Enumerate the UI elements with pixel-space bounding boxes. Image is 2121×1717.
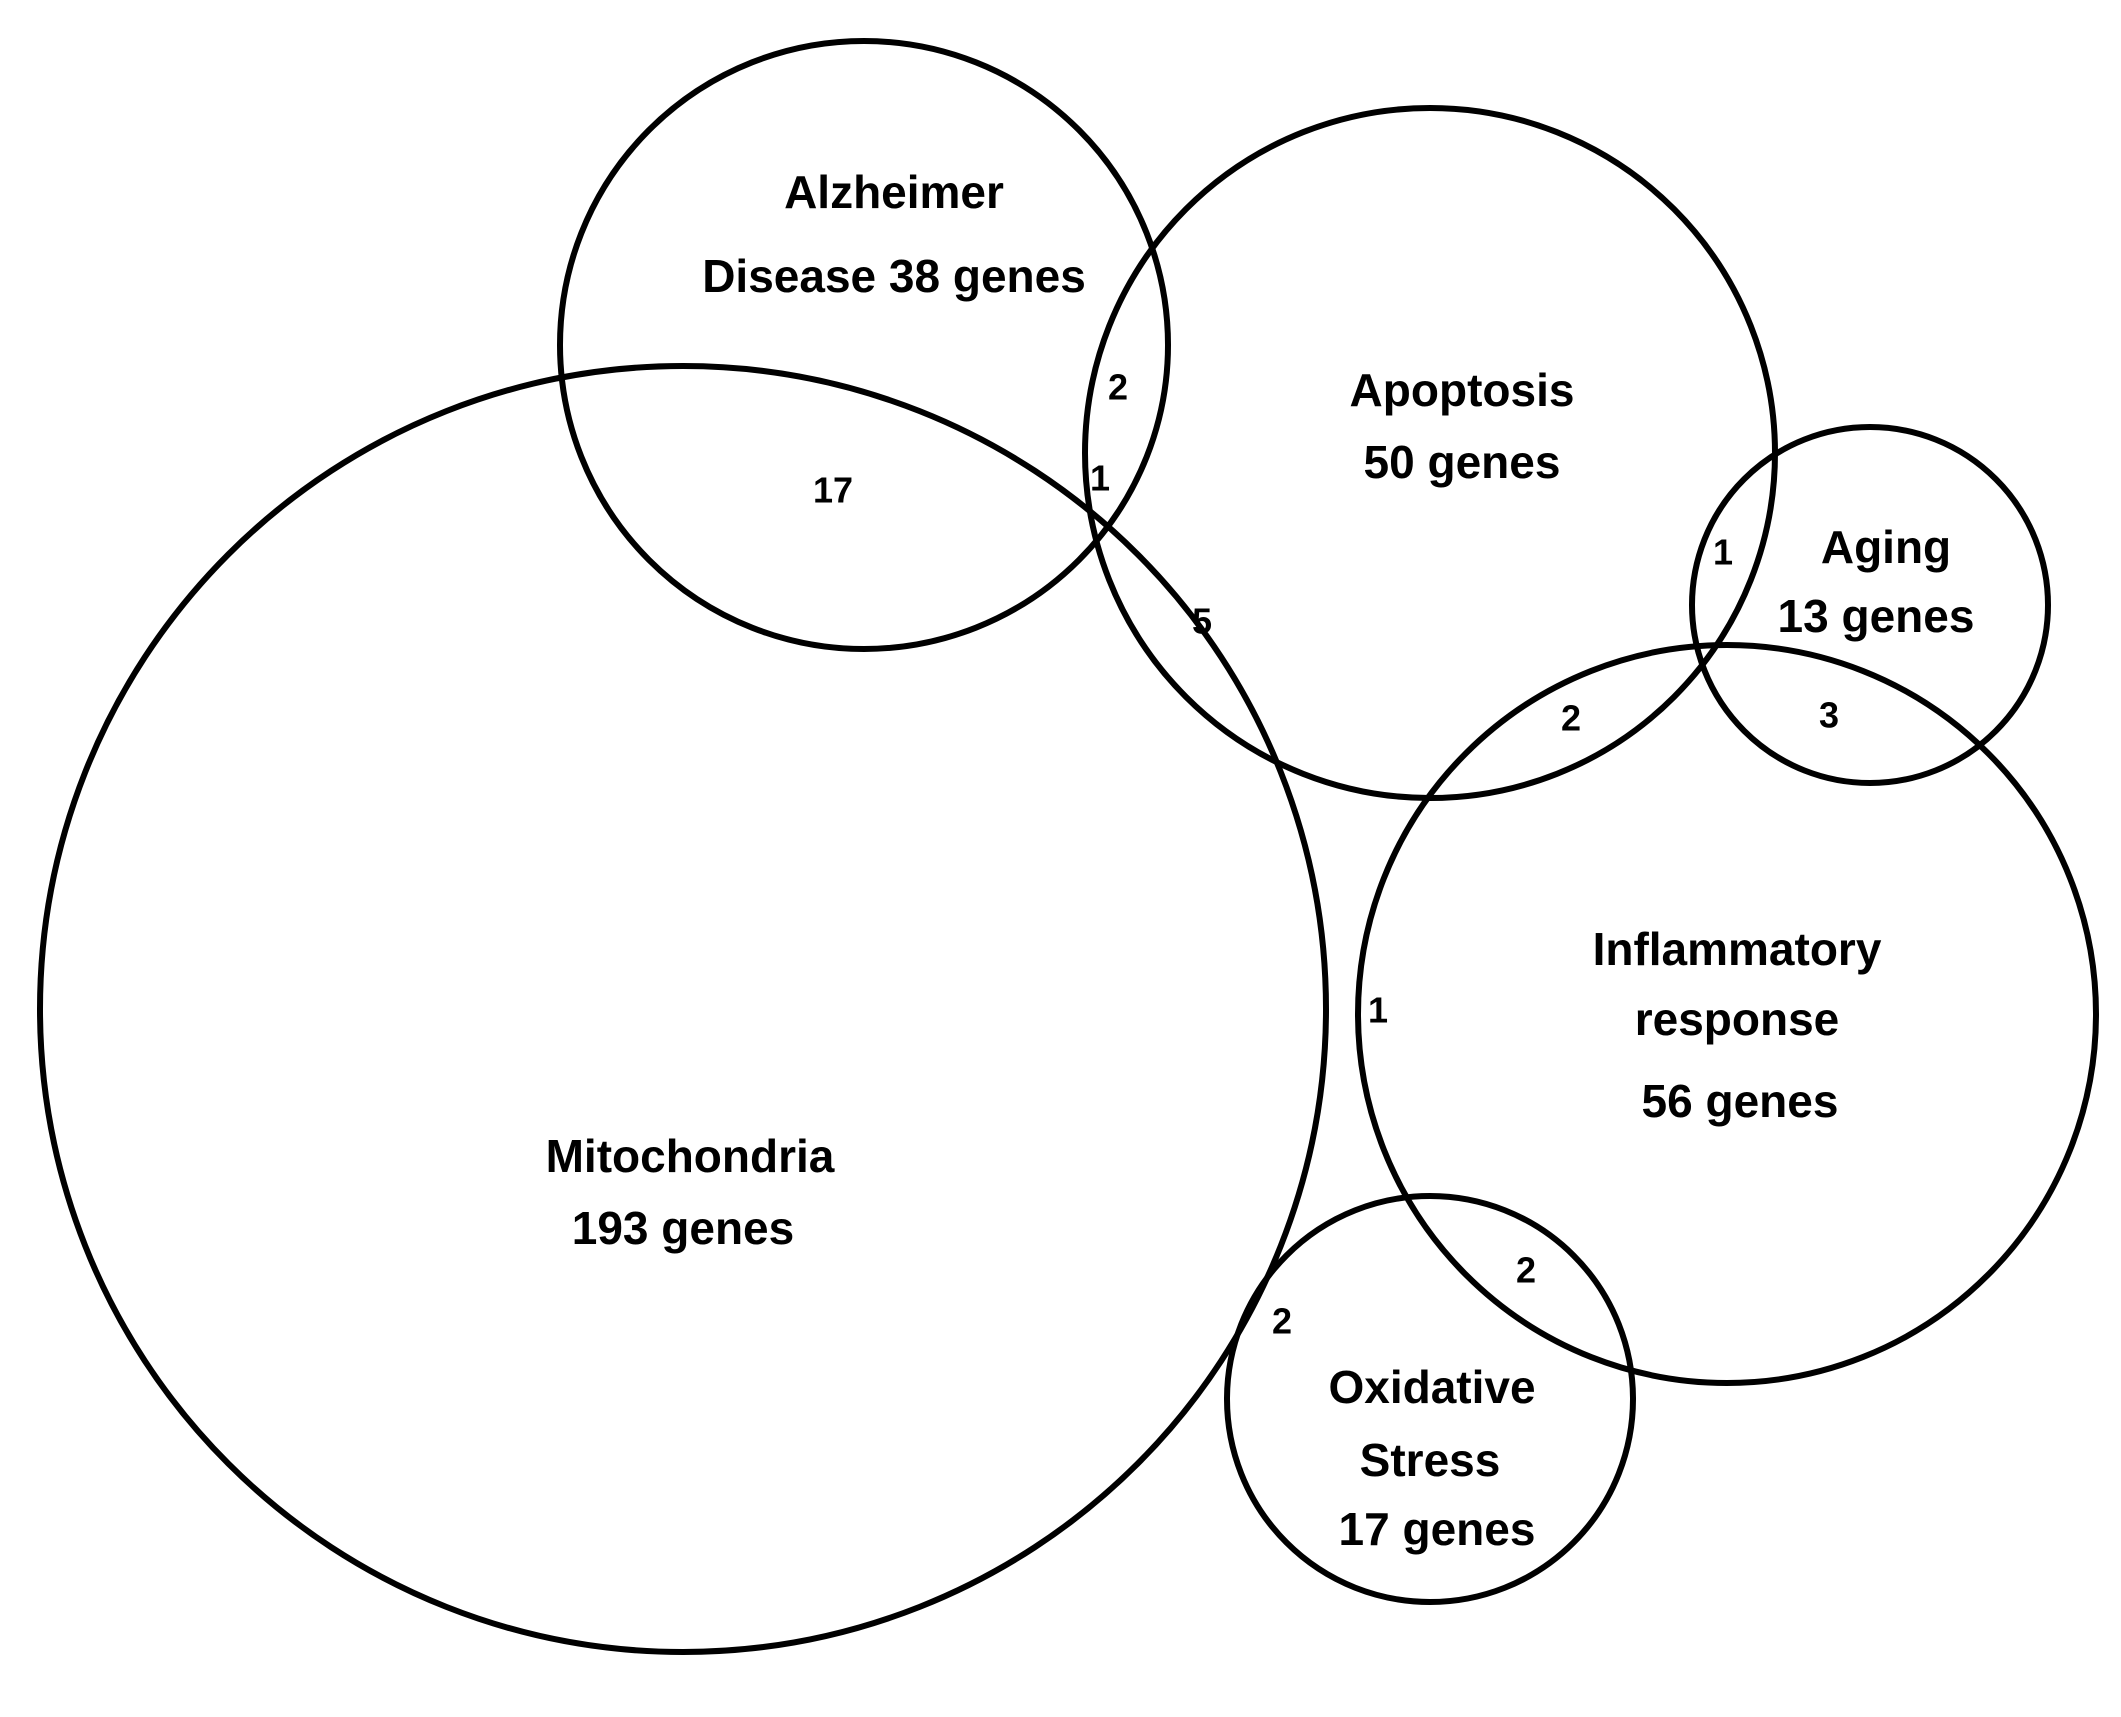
overlap-inflammatory-oxidative: 2 <box>1516 1250 1536 1291</box>
inflammatory-gene-count: 56 genes <box>1642 1075 1839 1127</box>
mitochondria-label: Mitochondria 193 genes <box>546 1130 835 1254</box>
oxidative-stress-circle <box>1224 1193 1636 1605</box>
aging-circle <box>1689 424 2051 786</box>
overlap-mitochondria-inflammatory: 1 <box>1368 990 1388 1031</box>
aging-label: Aging 13 genes <box>1778 521 1975 642</box>
alzheimer-disease-label: Alzheimer Disease 38 genes <box>702 166 1086 302</box>
alzheimer-gene-count: Disease 38 genes <box>702 250 1086 302</box>
overlap-mitochondria-apoptosis: 5 <box>1192 601 1212 642</box>
inflammatory-response-label: Inflammatory response 56 genes <box>1593 923 1882 1127</box>
overlap-apoptosis-aging: 1 <box>1713 532 1733 573</box>
oxidative-stress-label: Oxidative Stress 17 genes <box>1328 1361 1535 1555</box>
oxidative-name: Oxidative <box>1328 1361 1535 1413</box>
aging-name: Aging <box>1821 521 1951 573</box>
oxidative-gene-count: 17 genes <box>1339 1503 1536 1555</box>
overlap-mitochondria-alzheimer: 17 <box>813 470 853 511</box>
inflammatory-name-line2: response <box>1635 993 1840 1045</box>
overlap-alzheimer-apoptosis: 2 <box>1108 367 1128 408</box>
overlap-mitochondria-oxidative: 2 <box>1272 1301 1292 1342</box>
mitochondria-name: Mitochondria <box>546 1130 835 1182</box>
alzheimer-name: Alzheimer <box>784 166 1004 218</box>
aging-gene-count: 13 genes <box>1778 590 1975 642</box>
inflammatory-name: Inflammatory <box>1593 923 1882 975</box>
apoptosis-label: Apoptosis 50 genes <box>1350 364 1575 488</box>
overlap-mitochondria-alzheimer-apoptosis: 1 <box>1090 458 1110 499</box>
apoptosis-name: Apoptosis <box>1350 364 1575 416</box>
mitochondria-circle <box>37 363 1329 1655</box>
apoptosis-gene-count: 50 genes <box>1364 436 1561 488</box>
oxidative-name-line2: Stress <box>1360 1434 1501 1486</box>
overlap-aging-inflammatory: 3 <box>1819 695 1839 736</box>
alzheimer-disease-circle <box>557 38 1171 652</box>
inflammatory-response-circle <box>1355 642 2099 1386</box>
overlap-apoptosis-inflammatory: 2 <box>1561 698 1581 739</box>
mitochondria-gene-count: 193 genes <box>572 1202 794 1254</box>
